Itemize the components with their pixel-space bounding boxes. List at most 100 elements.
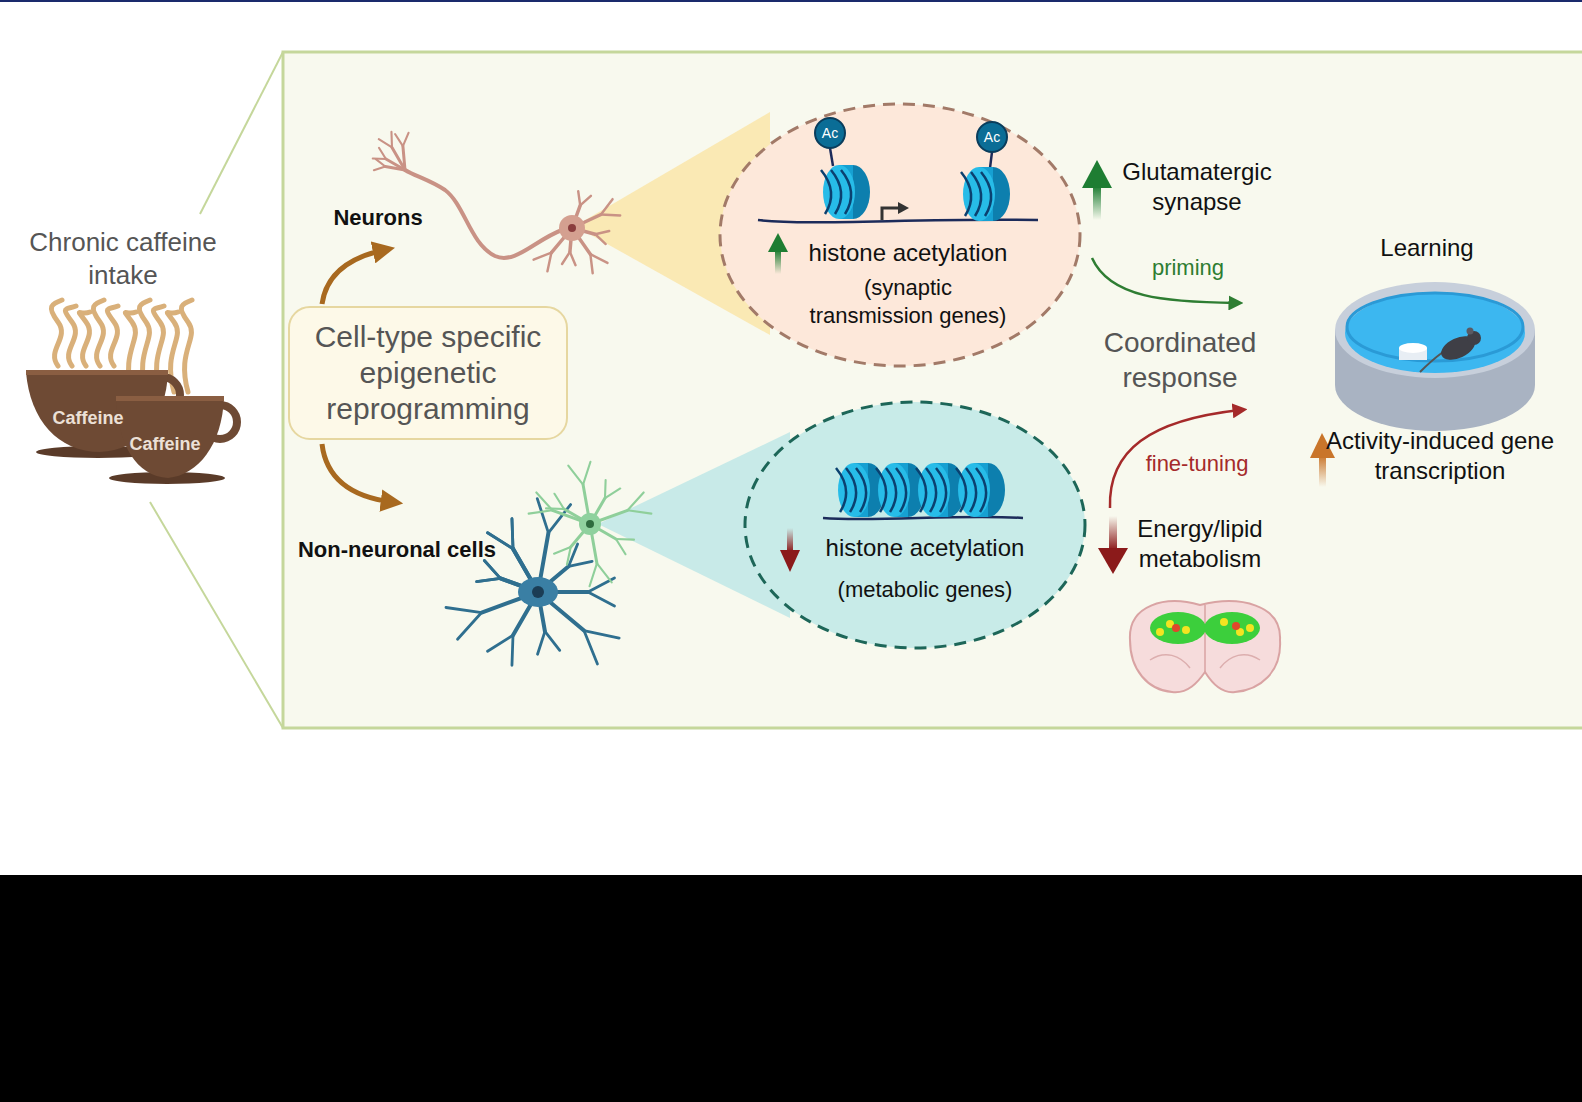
steam (51, 300, 62, 366)
cell-process (373, 157, 386, 160)
up-arrow-head (1082, 160, 1112, 188)
cup-rim (116, 396, 224, 401)
coffee-cups (26, 300, 237, 484)
heatmap-spot (1246, 624, 1254, 632)
top-rule (0, 0, 1582, 2)
dna-wrap (916, 468, 926, 512)
cup-label: Caffeine (115, 433, 215, 456)
acetyl-label: Ac (976, 121, 1008, 153)
down-arrow-head (780, 550, 800, 572)
cell-process (567, 547, 571, 565)
cell-process (628, 510, 652, 513)
brain-midline (1204, 605, 1206, 672)
brain-outline (1130, 601, 1280, 692)
cell-process (554, 494, 564, 509)
cell-process (536, 492, 552, 510)
zoom-ellipse (745, 402, 1085, 648)
dna-wrap (831, 170, 841, 214)
up-arrow-shaft (775, 250, 781, 274)
cell-process (484, 560, 500, 578)
dna-wrap (846, 468, 856, 512)
up-arrow-shaft (1093, 186, 1101, 220)
outcome-label: Activity-induced gene transcription (1324, 426, 1556, 486)
promoter-arrow-head (898, 202, 909, 214)
cell-process (584, 631, 597, 664)
heatmap-spot (1220, 618, 1228, 626)
outcome-label: Energy/lipid metabolism (1115, 514, 1285, 574)
cell-process (590, 563, 597, 586)
cell-process (562, 252, 570, 264)
acetyl-label: Ac (814, 117, 846, 149)
cell-process (403, 133, 409, 146)
cell-process (570, 252, 576, 265)
cup (116, 398, 224, 478)
cell-process (588, 592, 614, 606)
glia-illustration (446, 462, 651, 666)
process-box: Cell-type specific epigenetic reprogramm… (288, 306, 568, 440)
branch-arrow (322, 250, 384, 304)
nucleus (586, 520, 594, 528)
zoom-ellipse (720, 104, 1080, 366)
cell-process (580, 196, 591, 206)
cell-type-label: Non-neuronal cells (297, 536, 497, 564)
cell-process (379, 139, 392, 147)
cell-process (584, 631, 619, 638)
steam (65, 306, 76, 366)
dna (823, 517, 1023, 519)
cell-type-label: Neurons (308, 204, 448, 232)
nucleus (568, 224, 576, 232)
down-arrow-shaft (1109, 516, 1117, 550)
cell-process (578, 191, 580, 205)
dna-wrap (936, 468, 946, 512)
dna-wrap (926, 468, 936, 512)
axon (405, 170, 562, 258)
arrow-label: priming (1128, 254, 1248, 282)
nucleus-zoom-ellipse: histone acetylation(metabolic genes) (743, 400, 1087, 650)
cell-process (512, 519, 513, 549)
cell-process (390, 132, 393, 148)
branch-arrow (322, 444, 392, 502)
up-arrow-shaft (1319, 455, 1326, 487)
cell-process (547, 253, 551, 272)
acetyl-circle (977, 122, 1007, 152)
cell-process (554, 547, 571, 554)
steam (79, 312, 90, 366)
cell-process (604, 480, 607, 498)
cell-process (446, 608, 482, 613)
cell-process (597, 563, 612, 582)
dna-wrap (976, 468, 986, 512)
dna-wrap (856, 468, 866, 512)
acetyl-stalk (830, 148, 833, 166)
node-heading: histone acetylation (805, 533, 1045, 563)
down-arrow-shaft (787, 528, 793, 552)
cell-process (376, 159, 385, 166)
steam (181, 300, 192, 392)
down-arrow-head (1098, 548, 1128, 574)
steam (93, 300, 104, 366)
acetyl-circle (815, 118, 845, 148)
node-outline (718, 102, 1082, 368)
mouse-tail (1420, 352, 1443, 372)
node-body: (synaptic transmission genes) (806, 274, 1011, 329)
promoter-arrow (882, 208, 898, 220)
water-shade (1347, 293, 1523, 361)
cell-process (484, 560, 500, 578)
acetyl-mark: Ac (976, 121, 1008, 153)
water-maze (1335, 282, 1535, 431)
zoom-line (150, 502, 283, 728)
cell-process (512, 519, 513, 549)
figure-title: Chronic caffeine intake (8, 226, 238, 291)
box-text: Cell-type specific epigenetic reprogramm… (298, 319, 558, 427)
outcome-label: Glutamatergic synapse (1107, 157, 1287, 217)
neuron-illustration (373, 132, 620, 273)
mouse-ear (1467, 328, 1474, 335)
dna-wrap (841, 170, 851, 214)
cell-process (595, 231, 609, 234)
cell-process (568, 466, 583, 485)
cell-process (374, 167, 385, 171)
cell-process (545, 631, 560, 650)
cell-process (458, 613, 482, 640)
astrocyte-soma (518, 577, 558, 607)
dna-wrap (896, 468, 906, 512)
up-arrow-head (768, 233, 788, 252)
